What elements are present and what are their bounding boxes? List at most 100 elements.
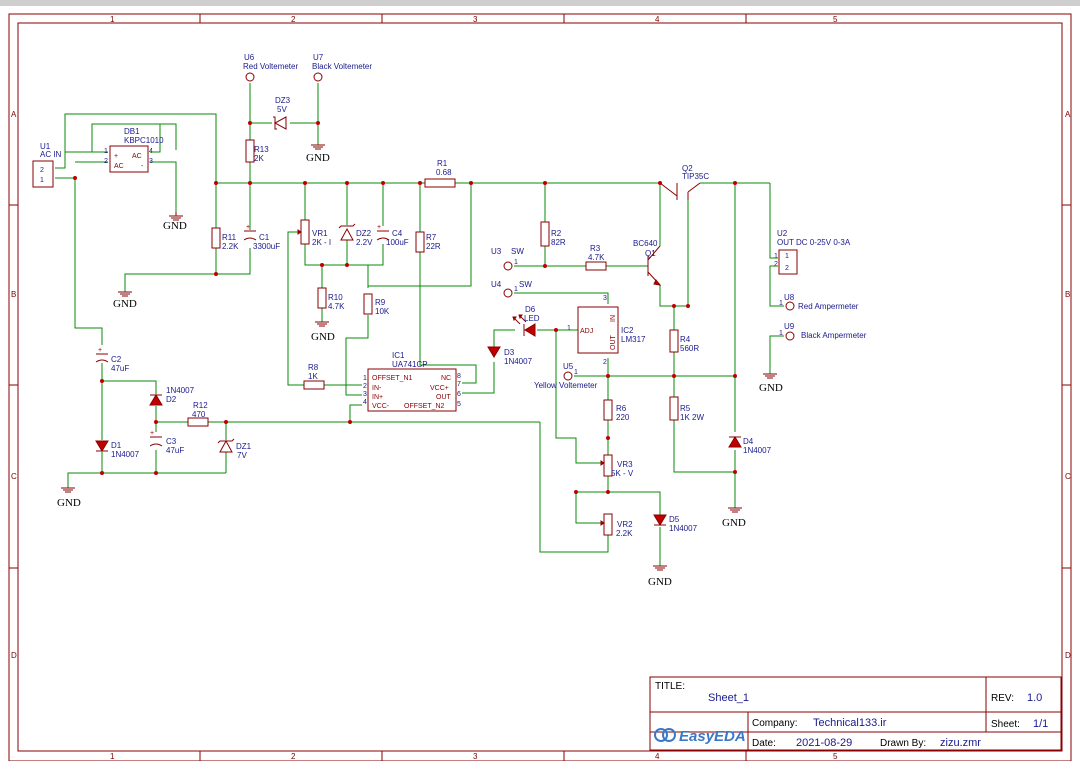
sheet-label: Sheet: <box>991 719 1020 730</box>
d3-diode[interactable]: D3 1N4007 <box>487 346 533 366</box>
zone-row-b: B <box>11 290 16 299</box>
r1-resistor[interactable]: R1 0.68 <box>424 159 456 188</box>
u7-black-voltmeter-terminal[interactable]: U7 Black Voltemeter <box>312 53 372 82</box>
c4-capacitor[interactable]: + C4 100uF <box>376 224 409 247</box>
svg-text:U8: U8 <box>784 293 795 302</box>
r7-resistor[interactable]: R7 22R <box>415 231 441 253</box>
svg-text:C1: C1 <box>259 233 270 242</box>
u4-switch-terminal[interactable]: 1 U4 SW <box>491 280 532 298</box>
r13-resistor[interactable]: R13 2K <box>245 139 269 163</box>
svg-text:2: 2 <box>40 167 44 174</box>
svg-text:IN+: IN+ <box>372 394 383 401</box>
u9-black-ampermeter-terminal[interactable]: 1 U9 Black Ampermeter <box>779 322 867 341</box>
r2-resistor[interactable]: R2 82R <box>540 221 566 247</box>
u1-connector[interactable]: 21 U1 AC IN <box>32 142 62 188</box>
svg-text:Red Voltemeter: Red Voltemeter <box>243 62 298 71</box>
svg-text:U5: U5 <box>563 362 574 371</box>
r12-resistor[interactable]: R12 470 <box>187 401 209 427</box>
u2-output-connector[interactable]: 12 12 U2 OUT DC 0-25V 0-3A <box>774 229 851 275</box>
svg-text:R8: R8 <box>308 363 319 372</box>
svg-text:GND: GND <box>163 220 187 232</box>
zone-col-2: 2 <box>291 15 296 24</box>
svg-text:2: 2 <box>774 261 778 268</box>
r6-resistor[interactable]: R6 220 <box>603 399 630 422</box>
svg-text:R4: R4 <box>680 335 691 344</box>
rev-value: 1.0 <box>1027 692 1042 704</box>
c3-capacitor[interactable]: + C3 47uF <box>149 430 184 455</box>
r10-resistor[interactable]: R10 4.7K <box>317 287 345 311</box>
svg-text:D4: D4 <box>743 437 754 446</box>
dz2-zener-diode[interactable]: DZ2 2.2V <box>338 223 373 247</box>
svg-text:+: + <box>98 347 102 354</box>
svg-text:1: 1 <box>779 330 783 337</box>
d2-diode[interactable]: 1N4007 D2 <box>149 386 195 406</box>
svg-text:+: + <box>150 430 154 437</box>
svg-text:UA741CP: UA741CP <box>392 360 428 369</box>
c2-capacitor[interactable]: + C2 47uF <box>95 347 129 373</box>
svg-text:D5: D5 <box>669 515 680 524</box>
r9-resistor[interactable]: R9 10K <box>363 293 390 316</box>
svg-text:7: 7 <box>457 381 461 388</box>
c1-capacitor[interactable]: + C1 3300uF <box>243 224 280 251</box>
r11-resistor[interactable]: R11 2.2K <box>211 227 239 251</box>
company-value: Technical133.ir <box>813 717 887 729</box>
r8-resistor[interactable]: R8 1K <box>303 363 325 390</box>
svg-text:3: 3 <box>603 295 607 302</box>
svg-text:1N4007: 1N4007 <box>743 446 772 455</box>
svg-text:DZ3: DZ3 <box>275 96 291 105</box>
svg-text:U6: U6 <box>244 53 255 62</box>
svg-text:2K: 2K <box>254 154 264 163</box>
drawn-by-value: zizu.zmr <box>940 737 981 749</box>
q2-power-transistor[interactable]: Q2 TIP35C <box>659 164 709 200</box>
svg-text:R2: R2 <box>551 229 562 238</box>
vr3-potentiometer[interactable]: VR3 5K - V <box>600 454 634 478</box>
ground-symbols: GND GND GND GND GND GND GND GND <box>57 144 783 588</box>
svg-text:1: 1 <box>514 286 518 293</box>
u5-yellow-voltmeter-terminal[interactable]: 1 U5 Yellow Voltemeter <box>534 362 598 390</box>
svg-text:ADJ: ADJ <box>580 328 593 335</box>
svg-text:U2: U2 <box>777 229 788 238</box>
d1-diode[interactable]: D1 1N4007 <box>95 440 140 459</box>
db1-bridge-rectifier[interactable]: + AC AC - 12 43 DB1 KBPC1010 <box>104 127 164 173</box>
svg-text:Q1: Q1 <box>645 249 656 258</box>
svg-text:4: 4 <box>149 148 153 155</box>
svg-text:R3: R3 <box>590 244 601 253</box>
title-value: Sheet_1 <box>708 692 749 704</box>
d4-diode[interactable]: D4 1N4007 <box>728 436 772 455</box>
svg-text:2: 2 <box>785 265 789 272</box>
svg-text:47uF: 47uF <box>166 446 184 455</box>
sheet-value: 1/1 <box>1033 718 1048 730</box>
u6-red-voltmeter-terminal[interactable]: U6 Red Voltemeter <box>243 53 298 82</box>
dz1-zener-diode[interactable]: DZ1 7V <box>217 438 252 460</box>
svg-text:R5: R5 <box>680 404 691 413</box>
ic2-lm317-regulator[interactable]: ADJ IN OUT 1 3 2 IC2 LM317 <box>567 295 646 366</box>
u8-red-ampermeter-terminal[interactable]: 1 U8 Red Ampermeter <box>779 293 859 311</box>
u3-switch-terminal[interactable]: 1 U3 SW <box>491 247 524 271</box>
svg-text:R10: R10 <box>328 293 343 302</box>
date-value: 2021-08-29 <box>796 737 852 749</box>
dz3-zener-diode[interactable]: DZ3 5V <box>273 96 291 130</box>
q1-transistor[interactable]: BC640 Q1 <box>633 239 662 286</box>
svg-text:4: 4 <box>363 399 367 406</box>
vr2-potentiometer[interactable]: VR2 2.2K <box>600 513 633 538</box>
r5-resistor[interactable]: R5 1K 2W <box>669 396 704 422</box>
r4-resistor[interactable]: R4 560R <box>669 329 699 353</box>
svg-text:1: 1 <box>785 253 789 260</box>
svg-text:VCC+: VCC+ <box>430 385 449 392</box>
r3-resistor[interactable]: R3 4.7K <box>585 244 607 271</box>
svg-text:OUT DC 0-25V 0-3A: OUT DC 0-25V 0-3A <box>777 238 851 247</box>
svg-text:22R: 22R <box>426 242 441 251</box>
svg-text:6: 6 <box>457 391 461 398</box>
zone-col-3: 3 <box>473 15 478 24</box>
db1-value: KBPC1010 <box>124 136 164 145</box>
svg-text:2: 2 <box>104 158 108 165</box>
ic1-ua741-opamp[interactable]: OFFSET_N1 IN- IN+ VCC- NC VCC+ OUT OFFSE… <box>363 351 461 412</box>
zone-col-2-bottom: 2 <box>291 752 296 761</box>
d6-led[interactable]: D6 LED <box>512 305 540 337</box>
zone-col-5: 5 <box>833 15 838 24</box>
d5-diode[interactable]: D5 1N4007 <box>653 514 698 533</box>
vr1-potentiometer[interactable]: VR1 2K - I <box>297 219 331 247</box>
ground-u7: GND <box>306 144 330 164</box>
zone-col-1: 1 <box>110 15 115 24</box>
